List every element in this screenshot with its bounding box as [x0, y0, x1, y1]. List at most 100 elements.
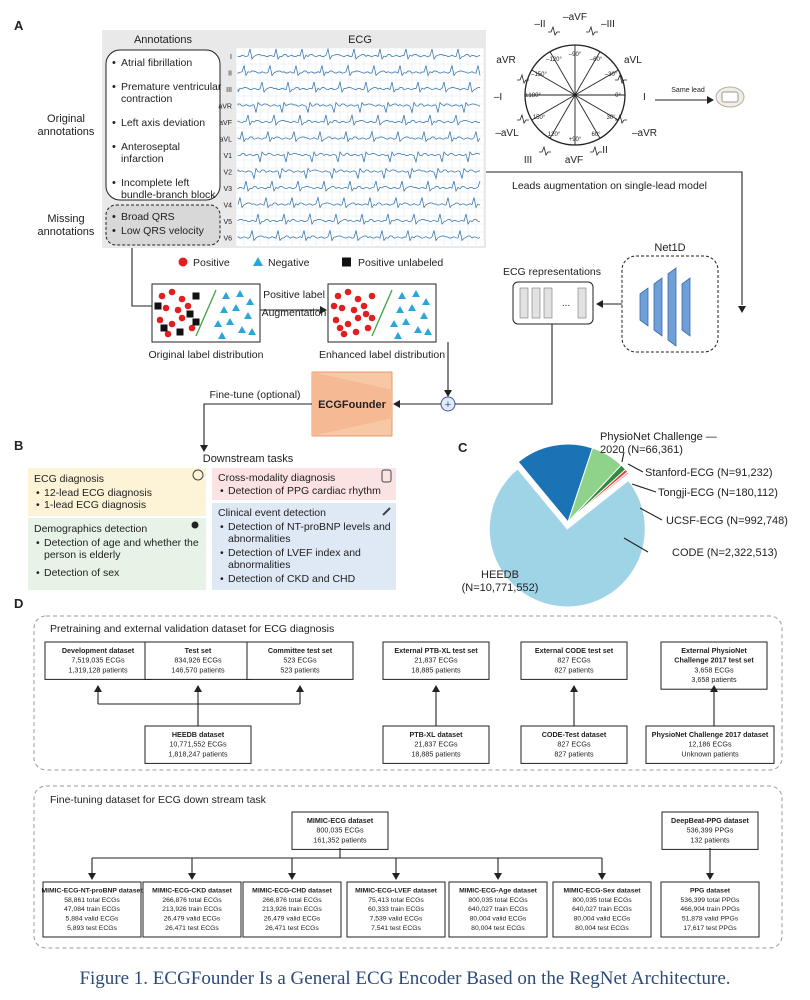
pretraining-title: Pretraining and external validation data… [50, 623, 334, 635]
pie-label-physionet: 2020 (N=66,361) [600, 444, 683, 456]
lead-waveform-icon [548, 25, 560, 36]
clinical-event-box [212, 503, 396, 590]
positive-sample-dot [336, 324, 344, 332]
clinical-event-item: Detection of LVEF index and [228, 547, 361, 559]
negative-sample-triangle [412, 290, 420, 297]
dataset-title: PPG dataset [690, 887, 731, 894]
dataset-stat: 26,479 valid ECGs [264, 916, 321, 923]
unlabeled-sample-square [160, 324, 168, 332]
dataset-stat: 5,884 valid ECGs [66, 916, 119, 923]
positive-sample-dot [188, 324, 196, 332]
ecg-lead-label: III [226, 87, 232, 94]
original-annotation-item: Incomplete left [121, 177, 189, 189]
finetuning-section [33, 785, 783, 949]
deepbeat-source-box [661, 811, 759, 850]
hexaxial-lead-label: III [524, 155, 532, 166]
panel-letter-b: B [14, 438, 23, 453]
net1d-label: Net1D [654, 242, 685, 254]
smartwatch-icon [381, 469, 392, 483]
original-annotation-item: infarction [121, 153, 164, 165]
pretrain-target-box-2 [144, 641, 252, 680]
ecg-representations-label: ECG representations [503, 266, 601, 278]
positive-sample-dot [178, 314, 186, 322]
representation-vector-icon [577, 287, 587, 319]
bullet: • [36, 499, 40, 511]
dataset-stat: 51,878 valid PPGs [682, 916, 739, 923]
hexaxial-lead-label: aVL [624, 55, 642, 66]
lead-waveform-icon [539, 145, 551, 156]
net1d-layer-icon [681, 277, 691, 337]
person-card-icon [191, 521, 199, 529]
hexaxial-lead-label: aVR [496, 55, 515, 66]
bullet: • [112, 211, 116, 223]
legend-negative: Negative [268, 257, 310, 269]
positive-sample-dot [156, 316, 164, 324]
pie-label-heedb: HEEDB [481, 569, 519, 581]
pie-label-stanford: Stanford-ECG (N=91,232) [645, 467, 772, 479]
negative-sample-triangle [398, 292, 406, 299]
positive-label-text: Positive label [263, 289, 325, 301]
ecg-lead-label: V6 [223, 236, 232, 243]
hexaxial-lead-label: aVF [565, 155, 583, 166]
dataset-stat: 800,035 ECGs [316, 826, 364, 835]
net1d-layer-icon [639, 287, 649, 327]
external-arrowhead-2 [570, 685, 578, 692]
dataset-stat: 827 patients [554, 749, 594, 758]
dataset-title: MIMIC-ECG-CHD dataset [252, 887, 332, 894]
cross-modality-item: Detection of PPG cardiac rhythm [228, 485, 381, 497]
dataset-stat: 523 patients [280, 665, 320, 674]
ecg-lead-label: V2 [223, 170, 232, 177]
ecg-lead-label: V3 [223, 186, 232, 193]
positive-sample-dot [334, 292, 342, 300]
positive-sample-dot [368, 292, 376, 300]
syringe-icon [382, 507, 391, 516]
dataset-title: MIMIC-ECG-CKD dataset [152, 887, 232, 894]
bullet: • [36, 537, 40, 549]
pretrain-target-box-3 [246, 641, 354, 680]
positive-sample-dot [158, 292, 166, 300]
dataset-stat: 7,539 valid ECGs [370, 916, 423, 923]
dataset-stat: 75,413 total ECGs [368, 897, 424, 904]
dataset-title: MIMIC-ECG-Age dataset [459, 887, 538, 894]
downstream-tasks-header: Downstream tasks [203, 453, 294, 465]
bullet: • [220, 485, 224, 497]
annotation-to-distribution-connector [131, 248, 152, 307]
annotations-header: Annotations [134, 34, 193, 46]
dataset-stat: 21,837 ECGs [414, 740, 458, 749]
bullet: • [112, 81, 116, 93]
unlabeled-sample-square [192, 292, 200, 300]
dataset-title: PTB-XL dataset [410, 730, 464, 739]
figure-caption: Figure 1. ECGFounder Is a General ECG En… [79, 968, 731, 989]
cross-modality-title: Cross-modality diagnosis [218, 472, 335, 484]
dataset-stat: 523 ECGs [283, 656, 317, 665]
target-arrowhead-4 [392, 873, 400, 880]
target-arrowhead-1 [88, 873, 96, 880]
ecg-lead-label: I [230, 54, 232, 61]
lead-waveform-icon [517, 73, 529, 84]
development-arrowhead [94, 685, 102, 692]
augmentation-connector [486, 171, 743, 305]
bullet: • [112, 177, 116, 189]
representation-ellipsis: ... [562, 298, 570, 309]
dataset-title: Test set [185, 646, 212, 655]
original-annotation-item: Anteroseptal [121, 141, 180, 153]
negative-sample-triangle [222, 292, 230, 299]
original-annotations-box [105, 49, 221, 201]
ecg-trace [237, 80, 480, 94]
pretrain-target-box-5 [520, 641, 628, 680]
hexaxial-axis [531, 69, 619, 121]
dataset-stat: 1,818,247 patients [168, 749, 228, 758]
positive-sample-dot [368, 314, 376, 322]
merge-plus-symbol: + [445, 399, 451, 411]
missing-annotations-box [105, 204, 221, 246]
pretraining-section [33, 615, 783, 771]
positive-sample-dot [178, 295, 186, 303]
pretrain-source-box-4 [645, 725, 775, 764]
ppg-arrowhead [706, 873, 714, 880]
pie-leader-physionet [621, 451, 625, 463]
demographics-box [28, 518, 206, 590]
ecg-trace [237, 64, 481, 77]
dataset-stat: Unknown patients [681, 749, 739, 758]
enhanced-distribution-label: Enhanced label distribution [319, 349, 445, 361]
